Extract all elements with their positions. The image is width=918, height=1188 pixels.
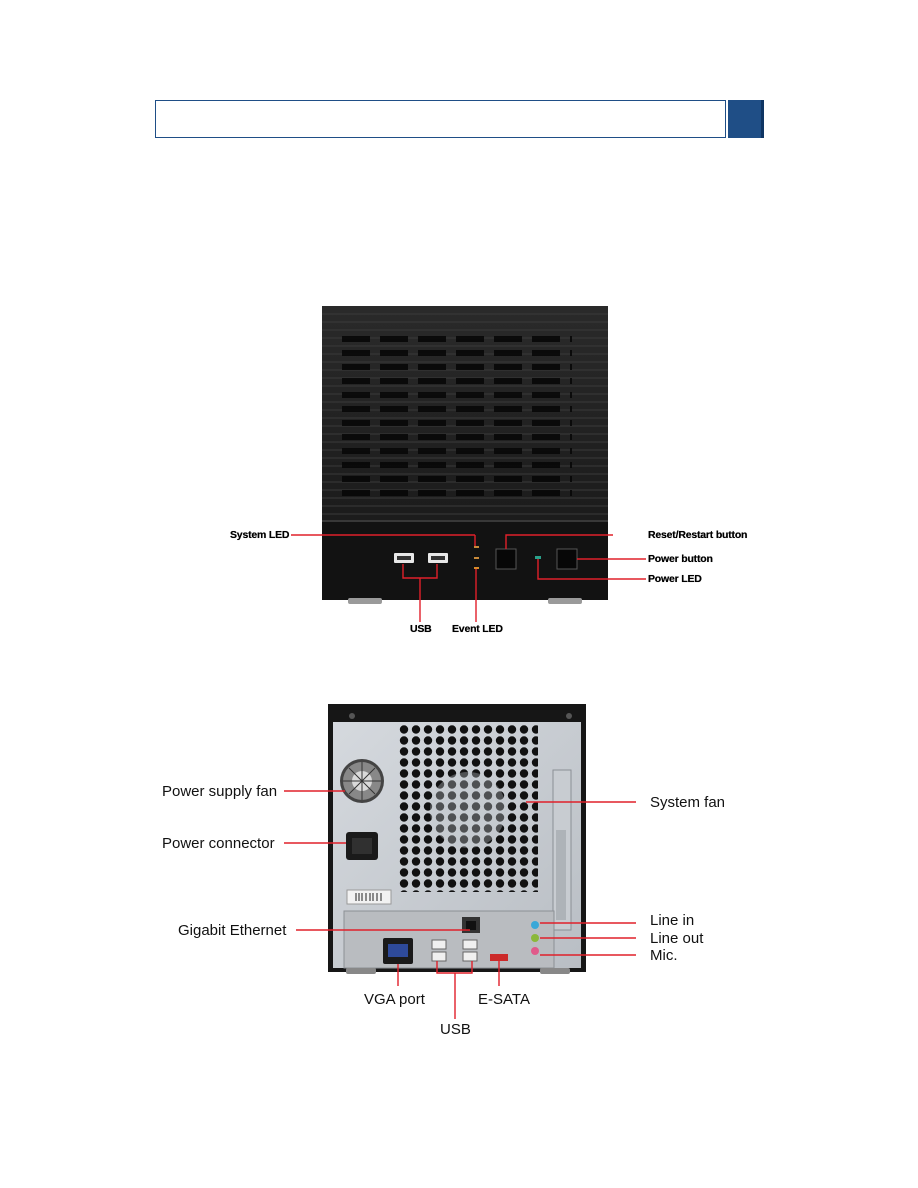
page-header-bar (155, 100, 726, 138)
label-power-button: Power button (648, 553, 713, 565)
esata-port (490, 954, 508, 961)
event-led (474, 567, 479, 569)
label-system-led: System LED (230, 529, 290, 541)
label-esata: E-SATA (478, 991, 530, 1008)
label-line-in: Line in (650, 912, 695, 929)
system-fan-grille (398, 724, 538, 892)
line-out-jack (531, 934, 539, 942)
mic-jack (531, 947, 539, 955)
label-gigabit-ethernet: Gigabit Ethernet (178, 922, 287, 939)
page-header-tab (728, 100, 764, 138)
io-shield (343, 910, 555, 969)
label-mic: Mic. (650, 947, 678, 964)
line-in-jack (531, 921, 539, 929)
label-power-led: Power LED (648, 573, 702, 585)
rear-callout-lines (284, 790, 636, 1019)
system-led (474, 546, 479, 548)
label-event-led: Event LED (452, 623, 503, 635)
label-line-out: Line out (650, 930, 704, 947)
label-power-supply-fan: Power supply fan (162, 783, 278, 800)
front-callout-lines (291, 534, 646, 622)
power-led (535, 556, 541, 559)
front-grille (342, 336, 572, 504)
label-reset-button: Reset/Restart button (648, 529, 748, 541)
label-vga-port: VGA port (364, 991, 425, 1008)
label-rear-usb: USB (440, 1021, 471, 1038)
label-power-connector: Power connector (162, 835, 275, 852)
label-front-usb: USB (410, 623, 432, 635)
label-system-fan: System fan (650, 794, 726, 811)
